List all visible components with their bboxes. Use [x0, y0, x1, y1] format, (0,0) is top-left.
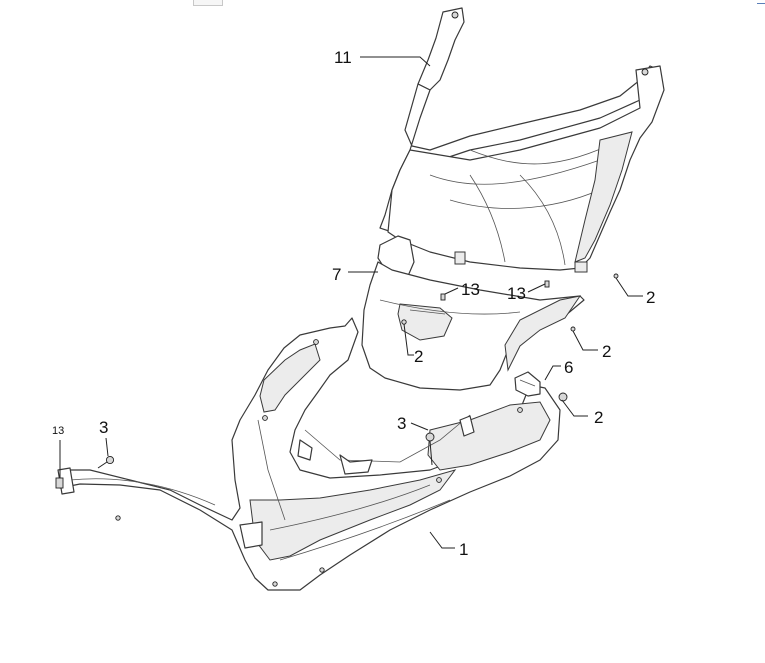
callout-2-lower-right: 2 — [594, 408, 603, 427]
callout-1: 1 — [459, 540, 468, 559]
callout-2-inner-shield: 2 — [414, 347, 423, 366]
screw-right-part[interactable] — [558, 392, 568, 402]
window-edge-fragment — [757, 0, 765, 4]
callout-3-left: 3 — [99, 418, 108, 437]
inner-shield-part[interactable] — [361, 235, 585, 391]
floor-panel-part[interactable] — [57, 317, 561, 591]
callout-7: 7 — [332, 265, 341, 284]
bolt-left-part[interactable] — [97, 455, 115, 469]
window-tab-fragment — [193, 0, 223, 6]
front-shield-part[interactable] — [379, 7, 665, 273]
callout-2-upper-right: 2 — [646, 288, 655, 307]
bolt-center-part[interactable] — [425, 432, 435, 466]
bracket-part[interactable] — [514, 371, 541, 397]
callout-13-center: 13 — [461, 280, 480, 299]
callout-6: 6 — [564, 358, 573, 377]
callout-13-right: 13 — [507, 284, 526, 303]
callout-11: 11 — [334, 48, 352, 67]
callout-3-center: 3 — [397, 414, 406, 433]
callout-2-mid-right: 2 — [602, 342, 611, 361]
callout-13-left: 13 — [52, 425, 64, 437]
clip-left-part[interactable] — [55, 477, 64, 489]
